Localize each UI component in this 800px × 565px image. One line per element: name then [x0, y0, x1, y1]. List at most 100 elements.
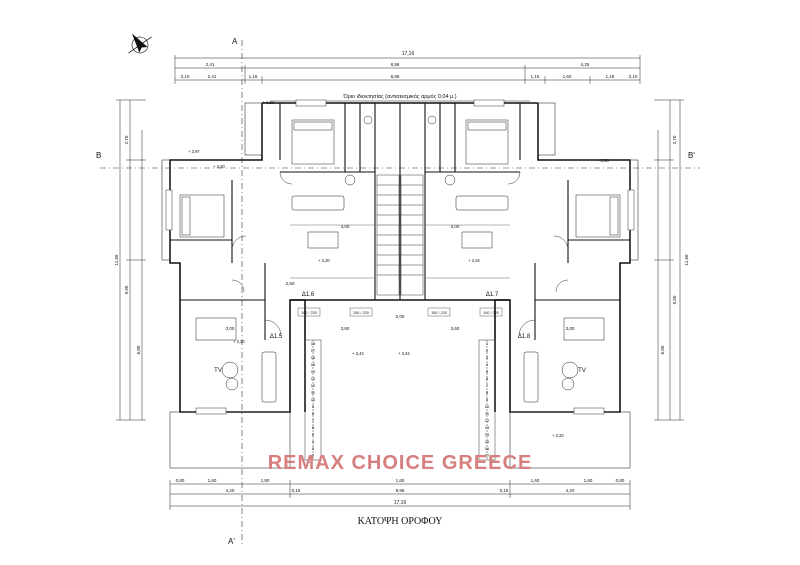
interior-dims: 4,00 4,00 3,00 3,60 2,50 2,00 3,00 3,60 — [226, 224, 575, 331]
level-marker: + 2,20 — [552, 433, 564, 438]
dim-text: 4,20 — [566, 488, 575, 493]
step-number: 16 — [311, 355, 316, 360]
step-number: 2 — [486, 348, 489, 353]
bed-icon — [179, 119, 621, 238]
overall-width-dim-bottom: 17,16 — [394, 500, 407, 506]
drawing-title: ΚΑΤΟΨΗ ΟΡΟΦΟΥ — [357, 516, 443, 527]
bottom-dimension-lines — [169, 480, 631, 510]
left-stair-steps: 18 17 16 15 14 13 12 11 10 9 8 7 6 5 4 3… — [308, 341, 316, 464]
step-number: 11 — [311, 390, 316, 395]
dim-text: 0,80 — [616, 478, 625, 483]
dim-text: 3,00 — [226, 326, 235, 331]
window-tag: 100 / 220 — [483, 311, 499, 315]
interior-walls — [170, 103, 630, 340]
dim-text: 3,60 — [451, 326, 460, 331]
dim-text: 11,68 — [684, 254, 689, 265]
level-marker: + 3,20 — [213, 164, 225, 169]
step-number: 12 — [311, 383, 316, 388]
top-dims-row1: 0,10 2,41 1,16 8,86 1,15 1,60 1,18 0,10 — [181, 74, 638, 79]
dim-text: 3,00 — [566, 326, 575, 331]
step-number: 4 — [312, 439, 315, 444]
step-number: 18 — [311, 341, 316, 346]
dim-text: 2,41 — [206, 62, 215, 67]
room-label: Δ1.6 — [302, 292, 315, 298]
dim-text: 3,60 — [341, 326, 350, 331]
dim-text: 11,68 — [114, 254, 119, 265]
door-swings — [231, 171, 569, 337]
dim-text: 0,16 — [292, 488, 301, 493]
dim-text: 2,41 — [208, 74, 217, 79]
watermark-text: REMAX CHOICE GREECE — [267, 452, 533, 474]
dim-text: 9,90 — [124, 285, 129, 294]
property-line-note: Όριο ιδιοκτησίας (αντισεισμικός αρμός 0,… — [342, 93, 456, 100]
room-label: Δ1.7 — [486, 292, 499, 298]
dim-text: 0,10 — [181, 74, 190, 79]
dim-text: 6,80 — [660, 345, 665, 354]
step-number: 3 — [312, 446, 315, 451]
bottom-dims-row2: 4,20 0,16 8,96 0,16 4,20 — [226, 488, 575, 493]
dim-text: 1,18 — [606, 74, 615, 79]
step-number: 4 — [486, 362, 489, 367]
step-number: 16 — [485, 446, 490, 451]
room-labels: Δ1.6 Δ1.7 Δ1.5 Δ1.8 TV TV — [214, 292, 586, 374]
dim-text: 8,86 — [391, 74, 400, 79]
step-number: 9 — [312, 404, 315, 409]
level-marker: + 3,34 — [468, 258, 480, 263]
dim-text: 8,86 — [391, 62, 400, 67]
step-number: 5 — [312, 432, 315, 437]
right-stairs — [478, 339, 496, 461]
step-number: 1 — [308, 459, 311, 464]
dim-text: 0,80 — [176, 478, 185, 483]
section-mark-b-right: B' — [688, 151, 695, 160]
left-stairs — [304, 339, 322, 461]
step-number: 12 — [485, 418, 490, 423]
step-number: 6 — [486, 376, 489, 381]
step-number: 5 — [486, 369, 489, 374]
window-tag: 100 / 220 — [301, 311, 317, 315]
level-marker: + 3,44 — [398, 351, 410, 356]
left-side-dims: 2,70 11,68 9,90 6,80 — [114, 135, 141, 354]
step-number: 14 — [485, 432, 490, 437]
dim-text: 2,70 — [672, 135, 677, 144]
room-label: Δ1.8 — [518, 334, 531, 340]
section-mark-b-left: B — [96, 151, 101, 160]
sofa-icon — [195, 195, 605, 403]
dim-text: 2,70 — [124, 135, 129, 144]
level-marker: + 4,10 — [262, 100, 274, 105]
window-tag: 150 / 220 — [431, 311, 447, 315]
dim-text: 1,60 — [584, 478, 593, 483]
central-stairs — [376, 174, 424, 296]
dim-text: 1,15 — [531, 74, 540, 79]
level-marker: + 2,88 — [597, 158, 609, 163]
level-marker: + 3,44 — [352, 351, 364, 356]
tv-label: TV — [578, 368, 586, 374]
dim-text: 4,00 — [341, 224, 350, 229]
right-dimension-lines — [654, 99, 684, 421]
section-line-a: A A' — [228, 37, 243, 546]
step-number: 9 — [486, 397, 489, 402]
step-number: 7 — [312, 418, 315, 423]
step-number: 13 — [311, 376, 316, 381]
dim-text: 6,80 — [136, 345, 141, 354]
step-number: 7 — [486, 383, 489, 388]
window-tag: 150 / 220 — [353, 311, 369, 315]
left-dimension-lines — [116, 99, 146, 421]
step-number: 8 — [312, 411, 315, 416]
step-number: 11 — [485, 411, 490, 416]
dim-text: 2,50 — [286, 281, 295, 286]
step-number: 17 — [485, 453, 490, 458]
step-number: 8 — [486, 390, 489, 395]
top-dims-row2: 2,41 8,86 4,25 — [206, 62, 590, 67]
room-label: Δ1.5 — [270, 334, 283, 340]
step-number: 14 — [311, 369, 316, 374]
right-stair-steps: 1 2 3 4 5 6 7 8 9 10 11 12 13 14 15 16 1… — [485, 341, 494, 464]
section-mark-a-top: A — [232, 37, 238, 46]
dim-text: 0,16 — [500, 488, 509, 493]
dim-text: 4,00 — [451, 224, 460, 229]
right-side-dims: 2,70 11,68 5,50 6,80 — [660, 135, 689, 354]
section-mark-a-bottom: A' — [228, 537, 235, 546]
step-number: 13 — [485, 425, 490, 430]
dim-text: 8,96 — [396, 488, 405, 493]
bottom-dims-row1: 0,80 1,60 1,80 1,60 1,60 1,60 0,80 — [176, 478, 625, 483]
